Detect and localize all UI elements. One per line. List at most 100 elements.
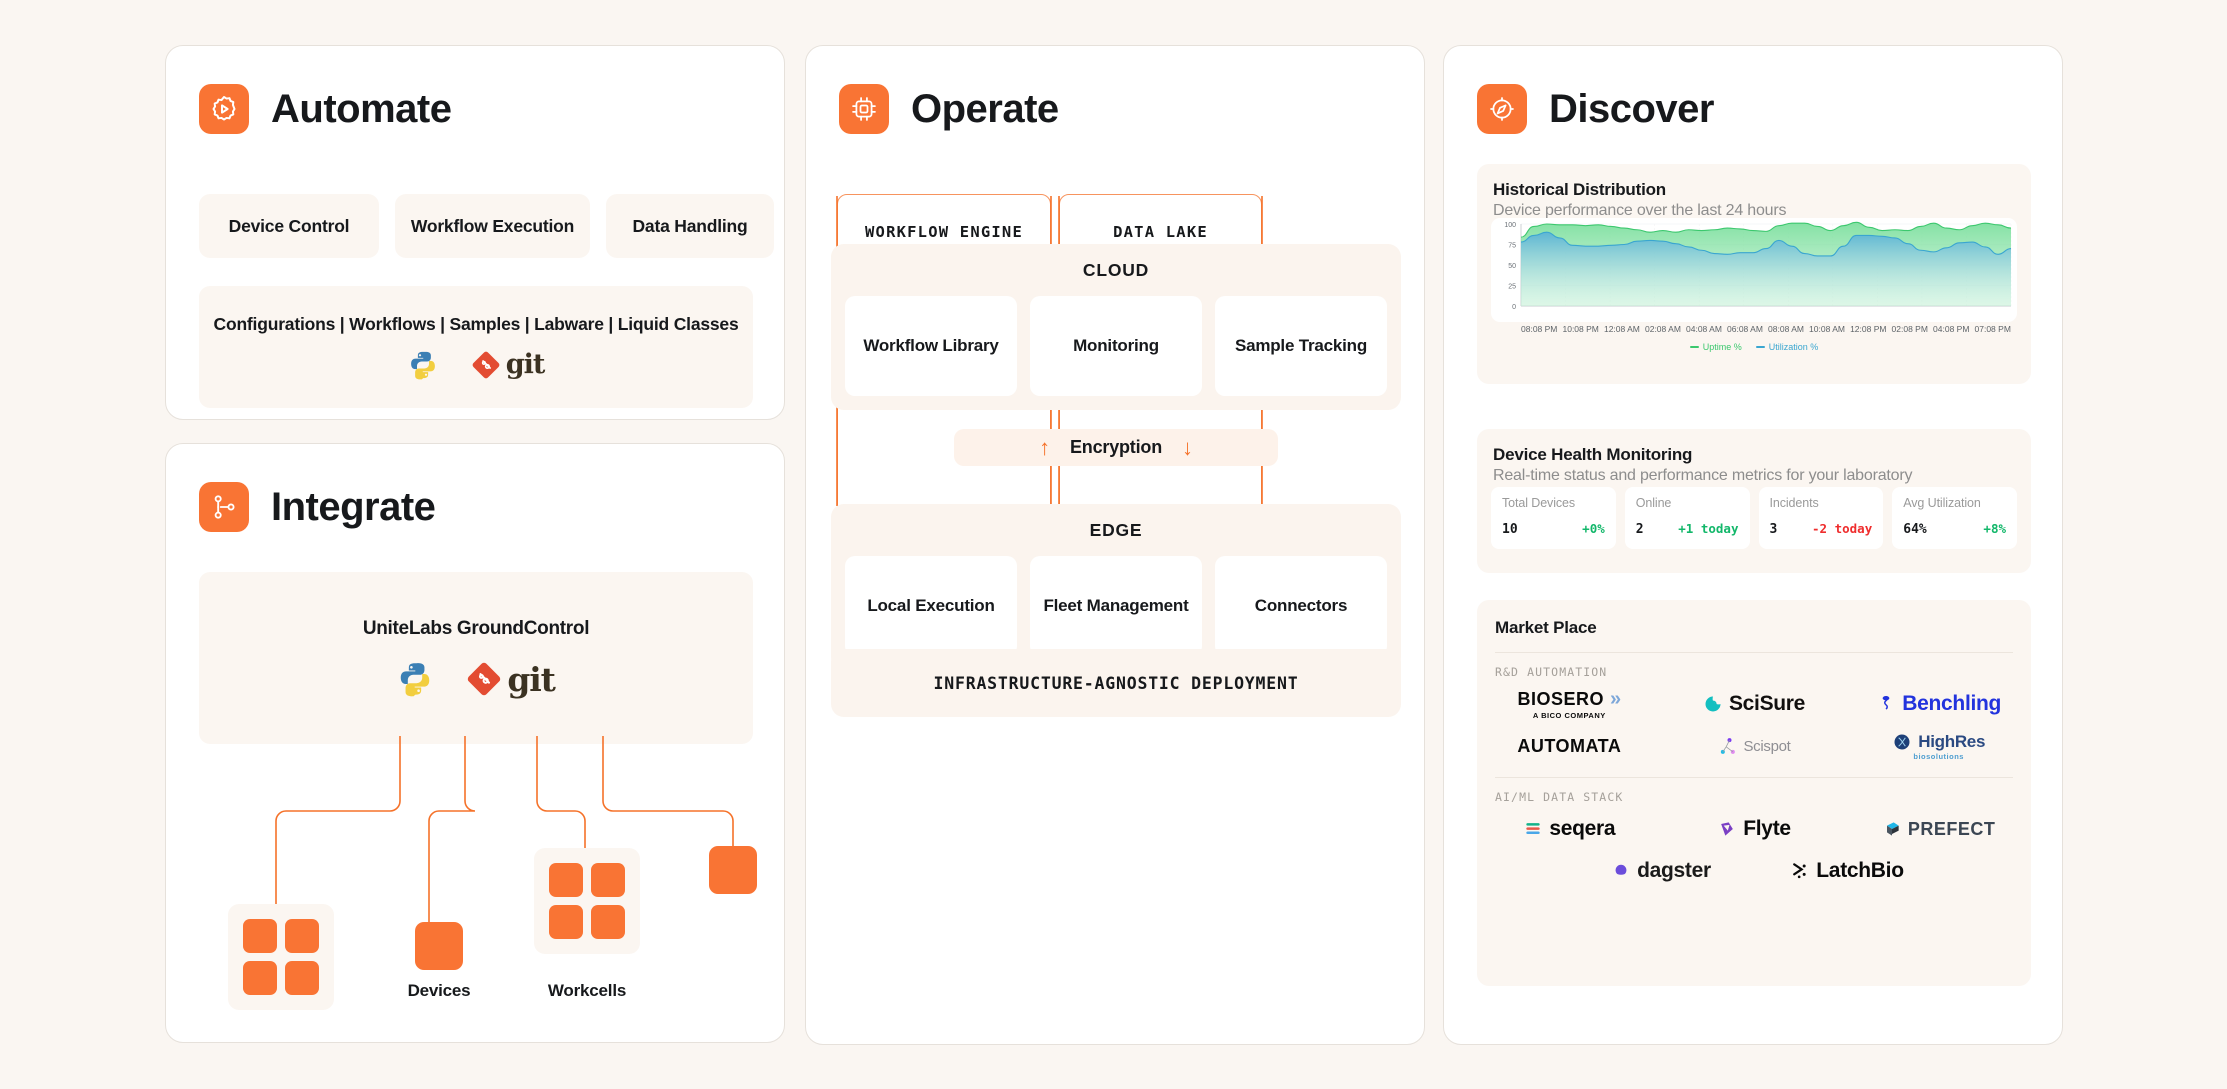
marketplace-logo-flyte[interactable]: Flyte (1680, 812, 1829, 846)
data-lake-label: DATA LAKE (1113, 223, 1208, 241)
node-right (709, 846, 757, 894)
pill-data-handling[interactable]: Data Handling (606, 194, 774, 258)
highres-mark-icon (1894, 734, 1910, 749)
legend-marker-icon (1755, 346, 1765, 348)
svg-text:0: 0 (1512, 304, 1516, 311)
marketplace-logo-row: BIOSERO»A BICO COMPANY SciSure Benchling (1495, 687, 2013, 721)
marketplace-logo-scispot[interactable]: Scispot (1680, 729, 1829, 763)
cluster-left (228, 904, 334, 1010)
marketplace-divider (1495, 652, 2013, 653)
chart-x-tick: 04:08 AM (1686, 324, 1722, 334)
chart-legend-item[interactable]: Utilization % (1755, 342, 1819, 352)
stat-label: Avg Utilization (1903, 496, 1981, 510)
stat-value: 10 (1502, 522, 1518, 537)
latchbio-mark-icon (1793, 863, 1806, 879)
marketplace-logo-text: HighRes (1918, 731, 1986, 751)
cluster-workcell (534, 848, 640, 954)
marketplace-logo-text: BIOSERO (1517, 689, 1605, 709)
legend-label: Utilization % (1768, 342, 1819, 352)
automate-resources-label: Configurations | Workflows | Samples | L… (213, 314, 739, 334)
marketplace-logo-text: Flyte (1743, 817, 1791, 840)
stat-total-devices[interactable]: Total Devices 10 +0% (1491, 487, 1616, 549)
cloud-card-monitoring[interactable]: Monitoring (1030, 296, 1202, 396)
scisure-mark-icon (1705, 696, 1721, 712)
health-subtitle: Real-time status and performance metrics… (1493, 467, 1913, 484)
integrate-panel: Integrate UniteLabs GroundControl (165, 443, 785, 1043)
encryption-up-arrow: ↑ (1039, 434, 1050, 460)
automate-capability-row: Device Control Workflow Execution Data H… (199, 194, 774, 258)
marketplace-logo-grid: seqera Flyte PREFECT dagster LatchBio (1495, 812, 2013, 888)
marketplace-logo-dagster[interactable]: dagster (1586, 854, 1736, 888)
pill-workflow-execution[interactable]: Workflow Execution (395, 194, 590, 258)
marketplace-logo-seqera[interactable]: seqera (1495, 812, 1644, 846)
scispot-mark-icon (1721, 738, 1736, 754)
stat-delta: +8% (1983, 521, 2006, 536)
edge-card-local-execution[interactable]: Local Execution (845, 556, 1017, 656)
pill-device-control[interactable]: Device Control (199, 194, 379, 258)
stat-label: Online (1635, 496, 1672, 510)
prefect-mark-icon (1886, 822, 1899, 836)
chart-x-tick: 02:08 PM (1891, 324, 1928, 334)
historical-distribution-card: Historical Distribution Device performan… (1477, 164, 2031, 384)
marketplace-divider (1495, 777, 2013, 778)
seqera-mark-icon (1526, 823, 1541, 834)
marketplace-logo-text: AUTOMATA (1517, 735, 1622, 756)
cpu-chip-icon (839, 84, 889, 134)
stat-incidents[interactable]: Incidents 3 -2 today (1758, 487, 1884, 549)
stat-delta: +1 today (1678, 521, 1739, 536)
marketplace-logo-latchbio[interactable]: LatchBio (1772, 854, 1922, 888)
legend-label: Uptime % (1702, 342, 1742, 352)
marketplace-category-label: R&D AUTOMATION (1495, 665, 1608, 679)
benchling-mark-icon (1882, 695, 1890, 710)
git-branch-icon (199, 482, 249, 532)
edge-card-fleet-management[interactable]: Fleet Management (1030, 556, 1202, 656)
discover-title: Discover (1549, 87, 1714, 131)
deployment-footer: INFRASTRUCTURE-AGNOSTIC DEPLOYMENT (831, 649, 1401, 717)
python-logo (408, 350, 438, 380)
operate-title: Operate (911, 87, 1059, 131)
edge-card-connectors[interactable]: Connectors (1215, 556, 1387, 656)
edge-card-row: Local Execution Fleet Management Connect… (845, 556, 1387, 656)
automate-resources-strip: Configurations | Workflows | Samples | L… (199, 286, 753, 408)
discover-header: Discover (1477, 84, 1714, 134)
chart-x-tick: 02:08 AM (1644, 324, 1681, 334)
cloud-card-workflow-library[interactable]: Workflow Library (845, 296, 1017, 396)
chart-x-tick: 08:08 PM (1521, 324, 1558, 334)
marketplace-logo-text: LatchBio (1816, 859, 1904, 882)
node-label-workcells: Workcells (547, 981, 627, 1000)
integrate-logo-row: git (397, 660, 556, 699)
encryption-pill: ↑ Encryption ↓ (954, 429, 1278, 466)
integrate-groundcontrol-box: UniteLabs GroundControl git (199, 572, 753, 744)
node-device (415, 922, 463, 970)
automate-header: Automate (199, 84, 452, 134)
edge-band: EDGE Local Execution Fleet Management Co… (831, 504, 1401, 670)
marketplace-logo-benchling[interactable]: Benchling (1864, 687, 2013, 721)
marketplace-logo-prefect[interactable]: PREFECT (1864, 812, 2013, 846)
marketplace-category-label: AI/ML DATA STACK (1495, 790, 1624, 804)
node-label-devices: Devices (407, 981, 471, 1000)
marketplace-logo-automata[interactable]: AUTOMATA (1495, 729, 1644, 763)
marketplace-logo-scisure[interactable]: SciSure (1680, 687, 1829, 721)
marketplace-logo-row: dagster LatchBio (1495, 854, 2013, 888)
cloud-band: CLOUD Workflow Library Monitoring Sample… (831, 244, 1401, 410)
cloud-card-sample-tracking[interactable]: Sample Tracking (1215, 296, 1387, 396)
stat-online[interactable]: Online 2 +1 today (1624, 487, 1750, 549)
discover-panel: Discover Historical Distribution Device … (1443, 45, 2063, 1045)
chart-x-tick: 10:08 AM (1809, 324, 1845, 334)
groundcontrol-label: UniteLabs GroundControl (362, 617, 590, 639)
marketplace-logo-text: Benchling (1902, 692, 2002, 715)
chart-legend-item[interactable]: Uptime % (1689, 342, 1742, 352)
device-health-card: Device Health Monitoring Real-time statu… (1477, 429, 2031, 573)
flyte-mark-icon (1721, 822, 1734, 836)
operate-panel: Operate WORKFLOW ENGINE DATA LAKE CLOU (805, 45, 1425, 1045)
python-logo (397, 661, 433, 697)
marketplace-logo-subtext: biosolutions (1913, 751, 1964, 761)
stat-avg-utilization[interactable]: Avg Utilization 64% +8% (1892, 487, 2017, 549)
marketplace-logo-biosero[interactable]: BIOSERO»A BICO COMPANY (1495, 687, 1644, 721)
stat-value: 3 (1769, 522, 1778, 537)
